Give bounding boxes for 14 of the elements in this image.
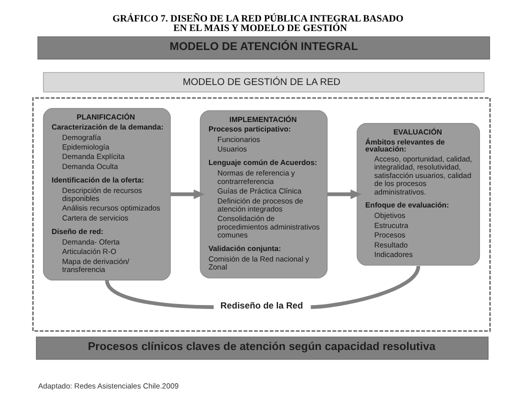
arrow bbox=[170, 189, 204, 200]
label: Adaptado: Redes Asistenciales Chile.2009 bbox=[38, 381, 178, 390]
connector bbox=[104, 280, 214, 309]
connector bbox=[310, 266, 420, 309]
node-box: IMPLEMENTACIÓN Procesos participativo: Funcionarios Usuarios Lenguaje común de Acuerdos: Normas de referencia y contrarreferencia Guías de Práctica Clínica Definición de procesos de atención integrados Consolidación de procedimientos administrativos comunes Validación conjunta: Comisión de la Red nacional y Zonal bbox=[199, 110, 328, 278]
arrow bbox=[326, 189, 362, 200]
node-box: EVALUACIÓN Ámbitos relevantes de evaluación: Acceso, oportunidad, calidad, integralidad, resolutividad, satisfacción usuarios, calidad de los procesos administrativos. Enfoque de evaluación: Objetivos Estrucutra Procesos Resultado Indicadores bbox=[356, 122, 480, 266]
diagram-title: GRÁFICO 7. DISEÑO DE LA RED PÚBLICA INTEGRAL BASADO EN EL MAIS Y MODELO DE GESTIÓN bbox=[112, 13, 403, 34]
node-box: MODELO DE ATENCIÓN INTEGRAL bbox=[36, 36, 490, 60]
node-box: MODELO DE GESTIÓN DE LA RED bbox=[42, 72, 484, 92]
node-box: PLANIFICACIÓN Caracterización de la demanda: Demografía Epidemiología Demanda Explícita Demanda Oculta Identificación de la oferta: Descripción de recursos disponibles Análisis recursos optimizados Cartera de servicios Diseño de red: Demanda- Oferta Articulación R-O Mapa de derivación/ transferencia bbox=[42, 108, 170, 281]
node-box: Procesos clínicos claves de atención según capacidad resolutiva bbox=[35, 336, 488, 360]
cluster bbox=[32, 97, 490, 332]
node-text: Rediseño de la Red bbox=[220, 300, 303, 311]
